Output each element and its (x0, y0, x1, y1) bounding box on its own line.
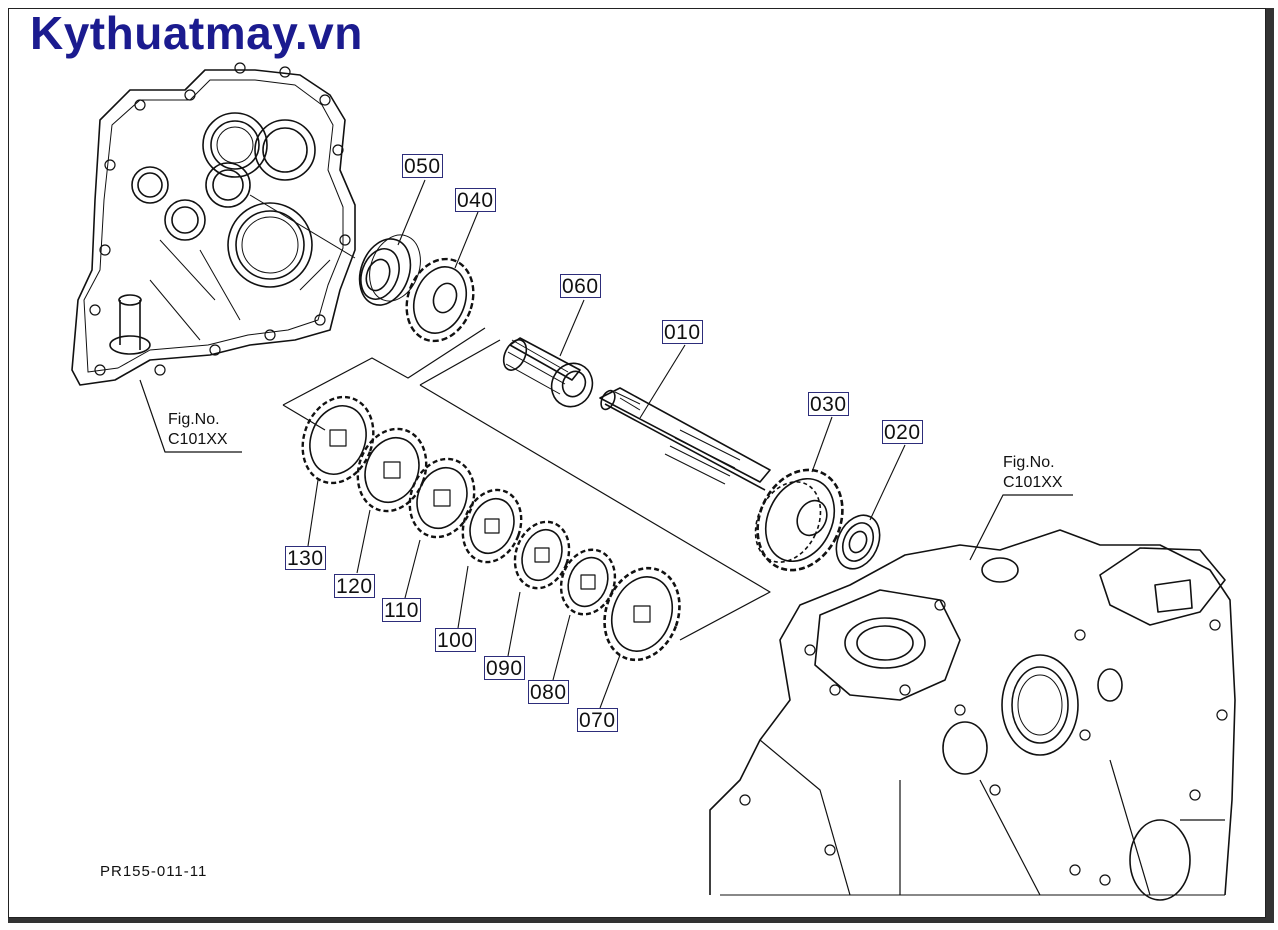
callout-090[interactable]: 090 (484, 656, 525, 680)
callout-040[interactable]: 040 (455, 188, 496, 212)
callout-leaders (307, 179, 906, 709)
callout-060[interactable]: 060 (560, 274, 601, 298)
main-shaft-010 (599, 387, 771, 491)
gear-030 (754, 468, 844, 572)
gear-100 (461, 488, 523, 564)
gear-040 (405, 257, 475, 343)
figure-code: C101XX (1003, 474, 1063, 491)
figure-reference-left: Fig.No. C101XX (168, 410, 228, 450)
callout-080[interactable]: 080 (528, 680, 569, 704)
gear-070 (603, 566, 681, 662)
gear-110 (408, 457, 476, 539)
axis-line-upper (249, 194, 356, 259)
bracket-upper (282, 327, 486, 406)
site-watermark: Kythuatmay.vn (30, 7, 363, 59)
splined-sleeve-060 (502, 337, 594, 408)
figref-leader-left (139, 379, 242, 453)
diagram-code: PR155-011-11 (100, 863, 208, 880)
callout-010[interactable]: 010 (662, 320, 703, 344)
housing-cover-left (71, 62, 356, 386)
callout-130[interactable]: 130 (285, 546, 326, 570)
transmission-case-right (709, 529, 1236, 901)
bearing-020 (835, 514, 881, 570)
gear-080 (559, 548, 617, 616)
callout-120[interactable]: 120 (334, 574, 375, 598)
bearing-050 (358, 234, 421, 306)
frame-shadow-bottom (8, 918, 1274, 923)
bracket-lower (419, 384, 771, 641)
figure-reference-right: Fig.No. C101XX (1003, 453, 1063, 493)
figref-leader-right (969, 494, 1073, 561)
figure-code: C101XX (168, 431, 228, 448)
callout-030[interactable]: 030 (808, 392, 849, 416)
gear-090 (513, 520, 571, 590)
callout-050[interactable]: 050 (402, 154, 443, 178)
frame-shadow-right (1266, 8, 1274, 922)
callout-070[interactable]: 070 (577, 708, 618, 732)
callout-100[interactable]: 100 (435, 628, 476, 652)
callout-020[interactable]: 020 (882, 420, 923, 444)
figure-label: Fig.No. (1003, 454, 1055, 471)
figure-label: Fig.No. (168, 411, 220, 428)
gear-130 (301, 395, 375, 485)
callout-110[interactable]: 110 (382, 598, 421, 622)
diagram-frame (8, 8, 1266, 918)
